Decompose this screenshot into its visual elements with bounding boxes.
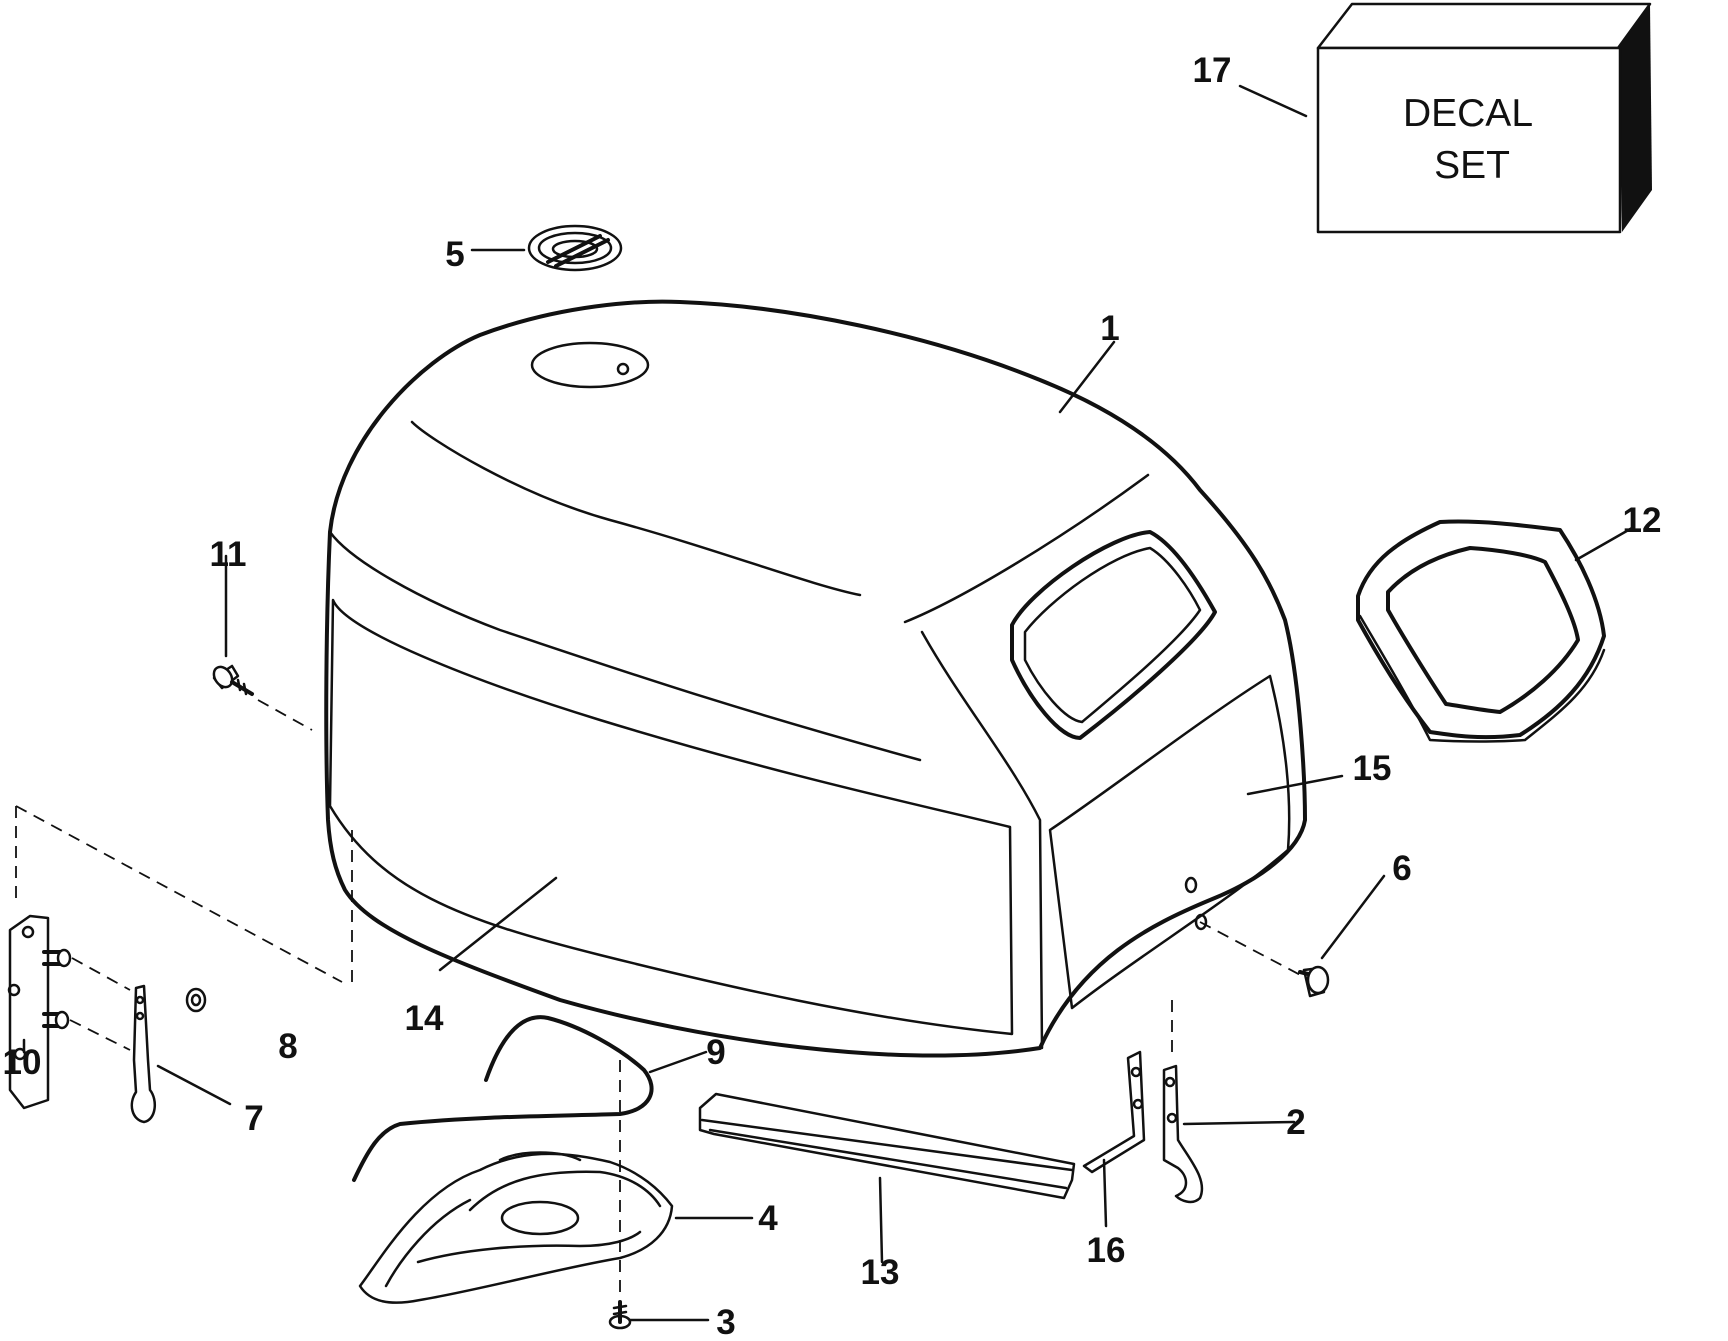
nut-8: [185, 987, 207, 1013]
callout-5: 5: [445, 235, 464, 274]
engine-cowl: [324, 299, 1307, 1058]
callout-9: 9: [706, 1033, 725, 1072]
callout-10: 10: [3, 1043, 42, 1082]
decal-set-line2: SET: [1434, 144, 1510, 187]
screw-6: [1298, 965, 1330, 998]
callout-3: 3: [716, 1303, 735, 1336]
bracket-16: [1082, 1050, 1146, 1174]
callout-11: 11: [210, 535, 247, 574]
callout-numbers: 17 5 1 12 11 15 6 14 8 9 10 7 2 4 16 13 …: [3, 51, 1662, 1341]
front-cover-4: [358, 1151, 674, 1304]
decal-set-line1: DECAL: [1403, 92, 1533, 135]
seal-9: [352, 1015, 654, 1182]
callout-8: 8: [278, 1027, 297, 1066]
assembly-lines: [15, 699, 1307, 1300]
bracket-10: [7, 914, 72, 1110]
callout-15: 15: [1353, 749, 1392, 788]
callout-16: 16: [1087, 1231, 1126, 1270]
callout-6: 6: [1392, 849, 1411, 888]
rail-13: [698, 1092, 1076, 1200]
callout-13: 13: [861, 1253, 900, 1292]
callout-7: 7: [244, 1099, 263, 1138]
callout-2: 2: [1286, 1103, 1305, 1142]
callout-14: 14: [405, 999, 444, 1038]
callout-12: 12: [1623, 501, 1662, 540]
screw-3: [608, 1300, 632, 1330]
emblem-cap: [527, 224, 623, 272]
screw-11: [212, 664, 254, 696]
leader-lines: [22, 84, 1634, 1322]
decal-set-box: DECAL SET: [1316, 2, 1652, 234]
callout-1: 1: [1100, 309, 1119, 348]
latch-7: [130, 984, 157, 1124]
window-frame: [1356, 519, 1606, 743]
hook-2: [1162, 1064, 1204, 1204]
callout-4: 4: [758, 1199, 778, 1238]
callout-17: 17: [1193, 51, 1232, 90]
